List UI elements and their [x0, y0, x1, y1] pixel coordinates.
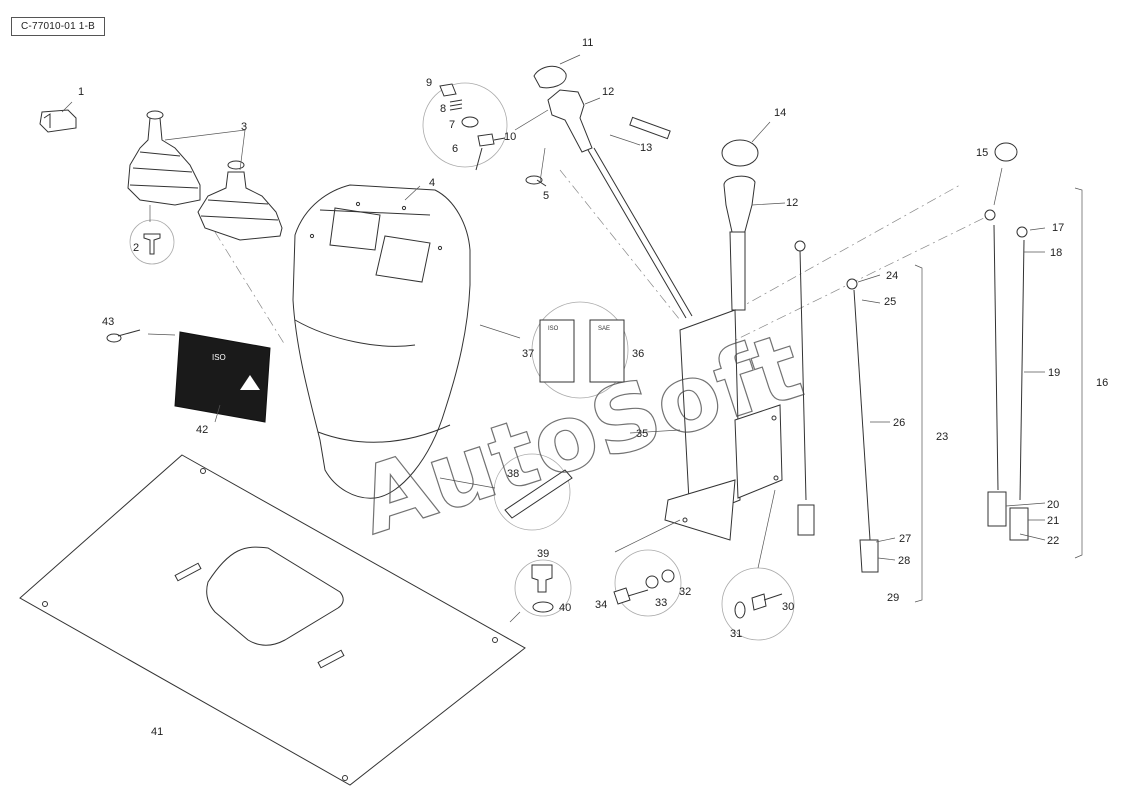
callout-4: 4: [429, 177, 435, 189]
callout-36: 36: [632, 348, 644, 360]
callout-31: 31: [730, 628, 742, 640]
callout-2: 2: [133, 242, 139, 254]
rivet-part: [143, 233, 161, 255]
callout-19: 19: [1048, 367, 1060, 379]
control-rod-short: [794, 240, 879, 573]
handle-part: [723, 175, 756, 236]
knob-detail-circle: [422, 82, 508, 168]
callout-40: 40: [559, 602, 571, 614]
callout-15: 15: [976, 147, 988, 159]
callout-39: 39: [537, 548, 549, 560]
callout-12b: 12: [786, 197, 798, 209]
leader-lines: [61, 54, 1046, 623]
lever-knob-parts: [533, 65, 671, 153]
group-bracket-16: [1074, 187, 1083, 559]
control-rod-long: [984, 209, 1029, 541]
callout-42: 42: [196, 424, 208, 436]
svg-text:ISO: ISO: [548, 326, 559, 332]
callout-27: 27: [899, 533, 911, 545]
callout-14: 14: [774, 107, 786, 119]
callout-labels: 1 2 3 4 5 6 7 8 9 10 11 12 12 13 14 15 1…: [78, 37, 1108, 738]
callout-21: 21: [1047, 515, 1059, 527]
callout-11: 11: [582, 37, 593, 49]
callout-28: 28: [898, 555, 910, 567]
round-cap-part: [721, 139, 759, 167]
fastener-detail-circle: [614, 549, 682, 617]
trim-strip-part: [504, 469, 573, 519]
callout-9: 9: [426, 77, 432, 89]
callout-13: 13: [640, 142, 652, 154]
callout-24: 24: [886, 270, 898, 282]
sae-pattern-inset: [589, 319, 625, 383]
iso-sae-inset-circle: [531, 301, 629, 399]
callout-16: 16: [1096, 377, 1108, 389]
callout-30: 30: [782, 601, 794, 613]
callout-25: 25: [884, 296, 896, 308]
callout-33: 33: [655, 597, 667, 609]
knob-15-part: [994, 142, 1018, 162]
iso-pattern-inset: [539, 319, 575, 383]
callout-35: 35: [636, 428, 648, 440]
bolt-detail-circle: [514, 559, 572, 617]
callout-34: 34: [595, 599, 607, 611]
callout-26: 26: [893, 417, 905, 429]
callout-7: 7: [449, 119, 455, 131]
lever-bracket: [664, 231, 783, 541]
console-housing: [292, 184, 471, 499]
drawing-reference-label: C-77010-01 1-B: [11, 17, 105, 36]
rubber-boots: [127, 110, 283, 241]
bolt-part: [531, 564, 553, 593]
callout-37: 37: [522, 348, 534, 360]
svg-text:ISO: ISO: [212, 353, 226, 362]
svg-text:SAE: SAE: [598, 326, 610, 332]
trim-detail-circle: [493, 453, 571, 531]
group-bracket-23: [914, 264, 923, 603]
callout-43: 43: [102, 316, 114, 328]
callout-5: 5: [543, 190, 549, 202]
callout-17: 17: [1052, 222, 1064, 234]
callout-10: 10: [504, 131, 516, 143]
callout-29: 29: [887, 592, 899, 604]
callout-32: 32: [679, 586, 691, 598]
callout-41: 41: [151, 726, 163, 738]
callout-18: 18: [1050, 247, 1062, 259]
knob-small-parts: [439, 83, 547, 187]
callout-38: 38: [507, 468, 519, 480]
warning-decal: ISO: [174, 331, 271, 423]
callout-12a: 12: [602, 86, 614, 98]
screw-part: [106, 329, 141, 343]
callout-22: 22: [1047, 535, 1059, 547]
washer-part: [532, 601, 554, 613]
callout-1: 1: [78, 86, 84, 98]
rivet-detail-circle: [129, 219, 175, 265]
callout-3: 3: [241, 121, 247, 133]
base-plate: [19, 454, 526, 786]
callout-6: 6: [452, 143, 458, 155]
callout-23: 23: [936, 431, 948, 443]
callout-8: 8: [440, 103, 446, 115]
lever-rod: [587, 149, 687, 319]
callout-20: 20: [1047, 499, 1059, 511]
clip-part: [39, 109, 77, 133]
